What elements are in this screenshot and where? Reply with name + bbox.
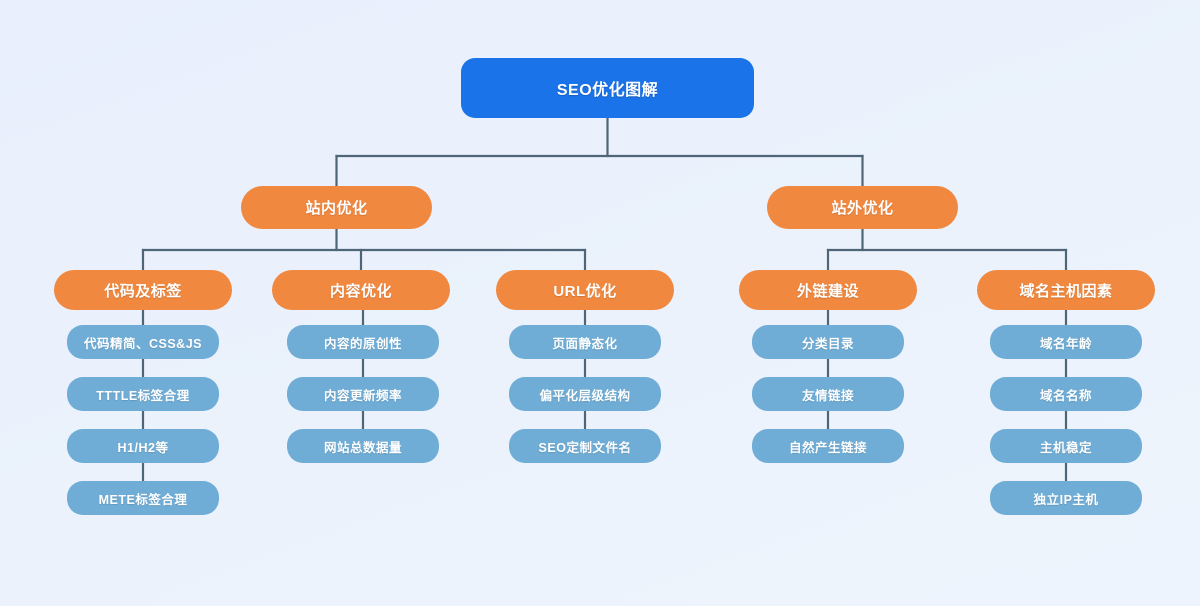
node-leaf[interactable]: 偏平化层级结构 [509, 377, 661, 411]
node-root-seo[interactable]: SEO优化图解 [461, 58, 754, 118]
node-leaf-label: METE标签合理 [98, 492, 188, 507]
node-category-content-label: 内容优化 [329, 282, 392, 300]
node-branch-onsite-label: 站内优化 [305, 200, 368, 217]
node-leaf-label: 域名年龄 [1039, 336, 1092, 351]
node-leaf-label: 分类目录 [801, 336, 854, 351]
node-leaf-label: H1/H2等 [117, 440, 169, 455]
node-leaf[interactable]: TTTLE标签合理 [67, 377, 219, 411]
node-category-backlinks[interactable]: 外链建设 [739, 270, 917, 310]
node-leaf[interactable]: 友情链接 [752, 377, 904, 411]
node-leaf[interactable]: 页面静态化 [509, 325, 661, 359]
node-leaf[interactable]: SEO定制文件名 [509, 429, 661, 463]
node-leaf-label: TTTLE标签合理 [96, 388, 190, 403]
node-category-domain-host-label: 域名主机因素 [1019, 282, 1113, 300]
node-leaf-label: 网站总数据量 [323, 440, 402, 455]
node-leaf-label: 主机稳定 [1039, 440, 1092, 455]
node-leaf[interactable]: 分类目录 [752, 325, 904, 359]
node-leaf-label: 内容的原创性 [323, 336, 402, 351]
node-leaf[interactable]: H1/H2等 [67, 429, 219, 463]
node-leaf[interactable]: 主机稳定 [990, 429, 1142, 463]
node-leaf-label: 友情链接 [801, 388, 854, 403]
node-leaf-label: 页面静态化 [552, 336, 618, 351]
node-root-label: SEO优化图解 [556, 82, 659, 99]
node-category-content[interactable]: 内容优化 [272, 270, 450, 310]
node-leaf[interactable]: 网站总数据量 [287, 429, 439, 463]
node-leaf-label: 偏平化层级结构 [539, 388, 631, 403]
node-category-code-tags-label: 代码及标签 [104, 282, 182, 300]
node-branch-offsite[interactable]: 站外优化 [767, 186, 958, 229]
node-leaf-label: 内容更新频率 [323, 388, 402, 403]
node-category-backlinks-label: 外链建设 [796, 282, 859, 300]
node-leaf-label: 代码精简、CSS&JS [83, 336, 203, 351]
node-branch-onsite[interactable]: 站内优化 [241, 186, 432, 229]
node-leaf[interactable]: 自然产生链接 [752, 429, 904, 463]
node-category-url-label: URL优化 [553, 282, 617, 300]
node-category-code-tags[interactable]: 代码及标签 [54, 270, 232, 310]
node-branch-offsite-label: 站外优化 [831, 200, 894, 217]
node-leaf-label: 域名名称 [1039, 388, 1092, 403]
node-category-url[interactable]: URL优化 [496, 270, 674, 310]
node-leaf[interactable]: 内容更新频率 [287, 377, 439, 411]
node-leaf[interactable]: 域名年龄 [990, 325, 1142, 359]
node-leaf-label: 自然产生链接 [788, 440, 867, 455]
node-leaf[interactable]: 独立IP主机 [990, 481, 1142, 515]
node-leaf[interactable]: 域名名称 [990, 377, 1142, 411]
node-category-domain-host[interactable]: 域名主机因素 [977, 270, 1155, 310]
node-leaf-label: 独立IP主机 [1033, 492, 1099, 507]
node-leaf[interactable]: 内容的原创性 [287, 325, 439, 359]
node-leaf[interactable]: 代码精简、CSS&JS [67, 325, 219, 359]
node-leaf-label: SEO定制文件名 [538, 440, 632, 455]
node-leaf[interactable]: METE标签合理 [67, 481, 219, 515]
